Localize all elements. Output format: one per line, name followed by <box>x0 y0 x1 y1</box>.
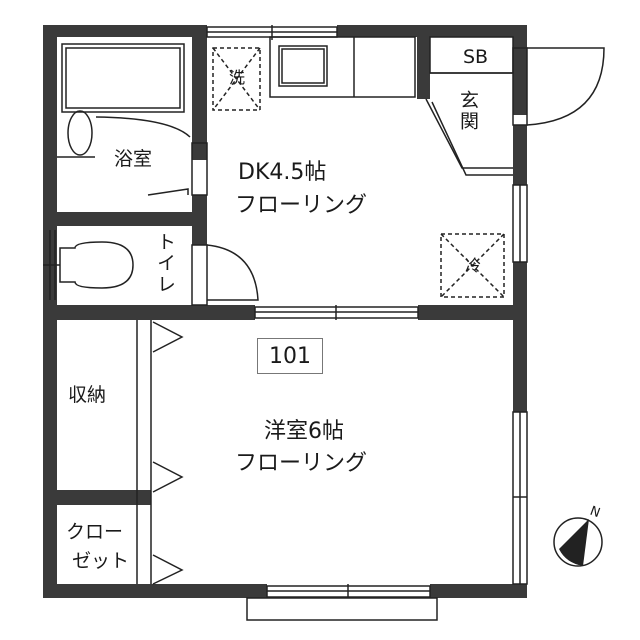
room-label-shoe-box: SB <box>463 46 489 68</box>
room-label-bath: 浴室 <box>114 148 153 170</box>
room-label-storage: 収納 <box>68 384 107 406</box>
compass-icon <box>553 517 603 567</box>
room-label-dk: DK4.5帖 <box>238 160 327 185</box>
unit-number-badge: 101 <box>257 338 323 374</box>
room-flooring-western: フローリング <box>235 451 368 476</box>
washer-label: 洗 <box>229 68 246 87</box>
room-flooring-dk: フローリング <box>235 193 368 218</box>
washer-space-outline <box>212 47 261 111</box>
fridge-space-outline <box>440 233 505 298</box>
room-label-toilet: トイレ <box>154 232 176 295</box>
fixture-lines <box>43 25 605 621</box>
fridge-label: 冷 <box>465 256 482 275</box>
room-label-closet-line2: ゼット <box>72 550 130 572</box>
room-label-closet-line1: クロー <box>66 521 124 543</box>
room-label-western: 洋室6帖 <box>264 419 344 444</box>
room-label-entrance: 玄関 <box>457 90 479 132</box>
walls <box>43 25 527 598</box>
